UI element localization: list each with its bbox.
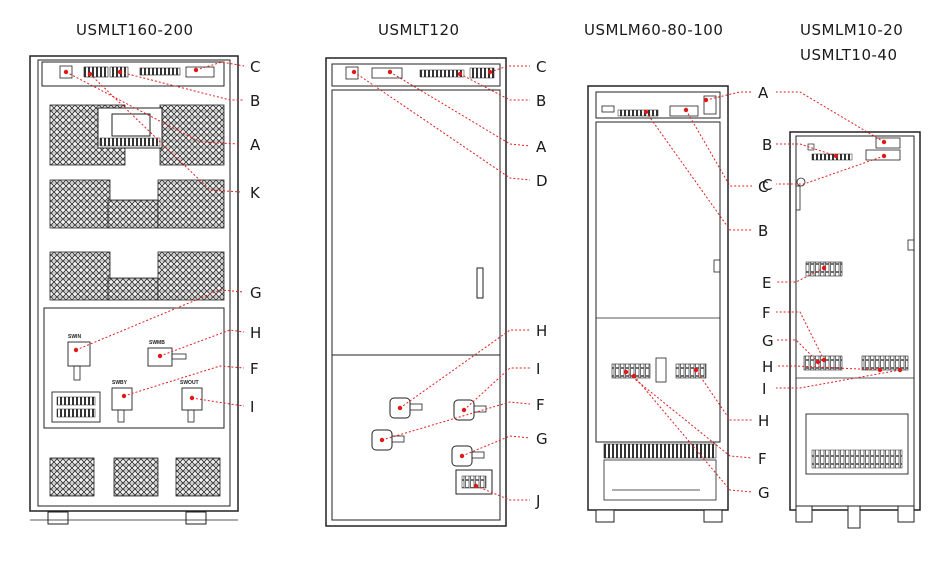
switch-label-swby: SWBY [112,380,127,386]
callout-c2-i: I [536,360,541,378]
callout-c2-b: B [536,92,547,110]
callout-c2-d: D [536,172,548,190]
leader-lines [65,61,901,501]
callout-c3-b: B [758,222,769,240]
callout-c4-h: H [762,358,774,376]
switch-label-swout: SWOUT [180,380,199,386]
switch-label-swmb: SWMB [149,340,165,346]
callout-c2-c: C [536,58,547,76]
callout-c2-h: H [536,322,548,340]
callout-c2-f: F [536,396,545,414]
title-usmlt10-40: USMLT10-40 [800,46,898,64]
callout-c1-i: I [250,398,255,416]
callout-c2-g: G [536,430,548,448]
callout-c3-c: C [758,178,769,196]
cabinet-usmlt120 [325,57,507,527]
callout-c3-h: H [758,412,770,430]
callout-markers [63,67,903,489]
callout-c1-b: B [250,92,261,110]
callout-c3-f: F [758,450,767,468]
callout-c2-j: J [536,492,541,510]
cabinet-usmlm60-80-100 [587,85,729,523]
cabinet-usmlm10-20 [789,131,921,529]
callout-c1-h: H [250,324,262,342]
callout-c1-c: C [250,58,261,76]
callout-c4-b: B [762,136,773,154]
title-usmlm10-20: USMLM10-20 [800,21,904,39]
callout-c4-c: C [762,176,773,194]
callout-c1-g: G [250,284,262,302]
callout-c4-e: E [762,274,772,292]
callout-c4-f: F [762,304,771,322]
title-usmlm60-80-100: USMLM60-80-100 [584,21,724,39]
callout-c1-a: A [250,136,261,154]
callout-c1-k: K [250,184,260,202]
cabinet-usmlt160-200 [29,55,239,525]
callout-c1-f: F [250,360,259,378]
switch-label-swin: SWIN [68,334,82,340]
callout-c3-a: A [758,84,769,102]
title-usmlt160-200: USMLT160-200 [76,21,194,39]
callout-c4-i: I [762,380,767,398]
title-usmlt120: USMLT120 [378,21,460,39]
callout-c3-g: G [758,484,770,502]
callout-c4-g: G [762,332,774,350]
callout-c2-a: A [536,138,547,156]
